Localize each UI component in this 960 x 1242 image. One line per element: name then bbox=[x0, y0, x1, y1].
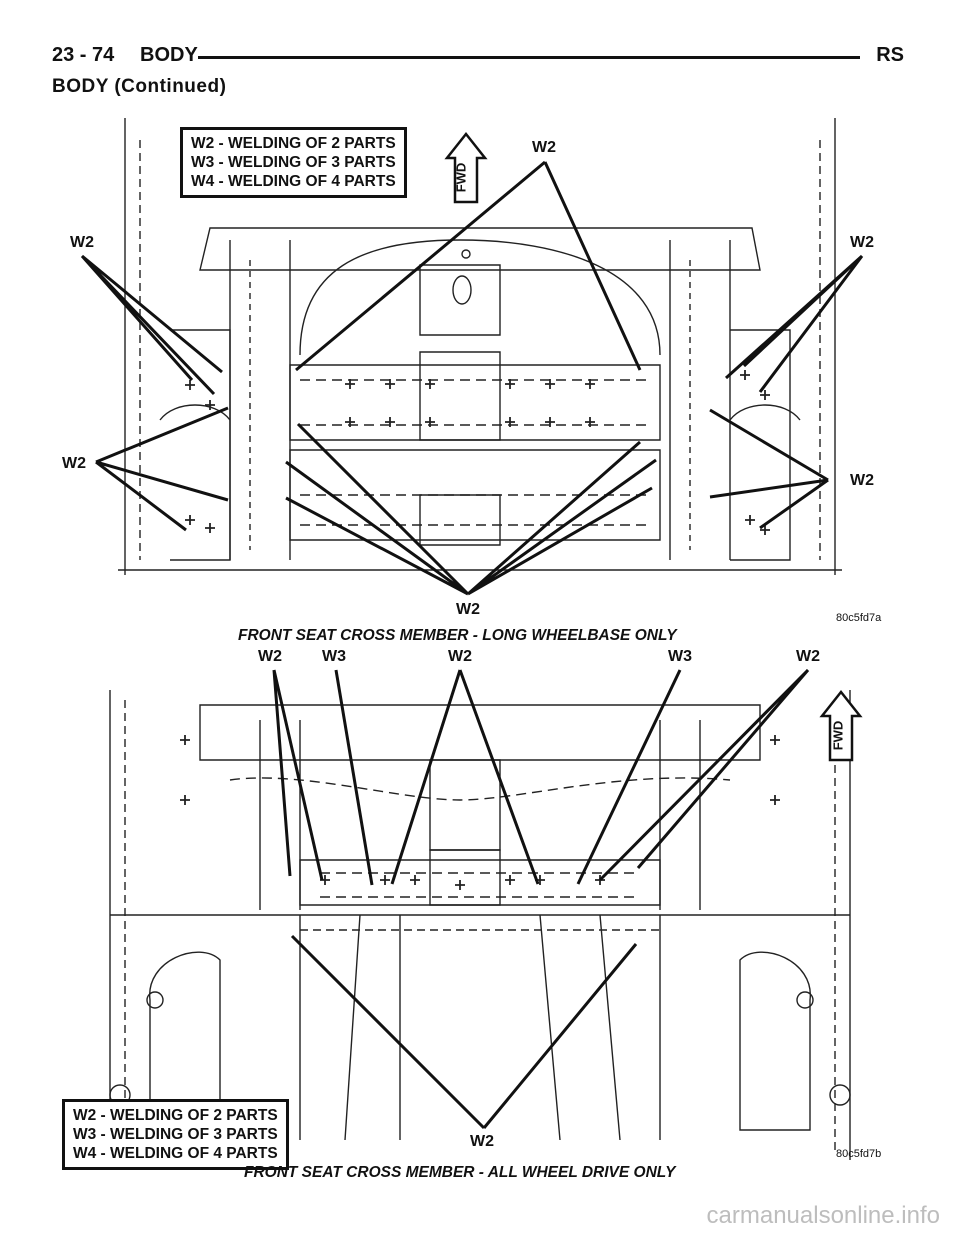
callout-w2: W2 bbox=[258, 648, 282, 665]
legend-line: W4 - WELDING OF 4 PARTS bbox=[73, 1145, 278, 1162]
callout-w3: W3 bbox=[668, 648, 692, 665]
page-number: 23 - 74 bbox=[52, 44, 115, 66]
watermark: carmanualsonline.info bbox=[706, 1202, 940, 1229]
weld-legend-top: W2 - WELDING OF 2 PARTS W3 - WELDING OF … bbox=[180, 127, 407, 198]
model-code: RS bbox=[876, 44, 904, 66]
top-figure-drawing bbox=[80, 118, 864, 596]
figure-caption: FRONT SEAT CROSS MEMBER - ALL WHEEL DRIV… bbox=[244, 1164, 676, 1181]
callout-w2: W2 bbox=[70, 234, 94, 251]
section-title: BODY bbox=[140, 44, 198, 66]
page-header: 23 - 74 BODY RS bbox=[52, 44, 904, 74]
callout-w3: W3 bbox=[322, 648, 346, 665]
legend-line: W2 - WELDING OF 2 PARTS bbox=[191, 135, 396, 152]
legend-line: W3 - WELDING OF 3 PARTS bbox=[73, 1126, 278, 1143]
legend-line: W3 - WELDING OF 3 PARTS bbox=[191, 154, 396, 171]
weld-legend-bottom: W2 - WELDING OF 2 PARTS W3 - WELDING OF … bbox=[62, 1099, 289, 1170]
callout-w2: W2 bbox=[456, 601, 480, 618]
callout-w2: W2 bbox=[850, 472, 874, 489]
legend-line: W4 - WELDING OF 4 PARTS bbox=[191, 173, 396, 190]
callout-w2: W2 bbox=[850, 234, 874, 251]
header-rule bbox=[198, 56, 860, 59]
fwd-arrow-label-bottom: FWD bbox=[830, 720, 846, 751]
legend-line: W2 - WELDING OF 2 PARTS bbox=[73, 1107, 278, 1124]
figure-caption: FRONT SEAT CROSS MEMBER - LONG WHEELBASE… bbox=[238, 627, 677, 644]
figure-id: 80c5fd7b bbox=[836, 1148, 882, 1160]
callout-w2: W2 bbox=[532, 139, 556, 156]
callout-w2: W2 bbox=[796, 648, 820, 665]
callout-w2: W2 bbox=[470, 1133, 494, 1150]
callout-w2: W2 bbox=[62, 455, 86, 472]
figure-id: 80c5fd7a bbox=[836, 612, 882, 624]
callout-w2: W2 bbox=[448, 648, 472, 665]
page-subtitle: BODY (Continued) bbox=[52, 76, 227, 97]
